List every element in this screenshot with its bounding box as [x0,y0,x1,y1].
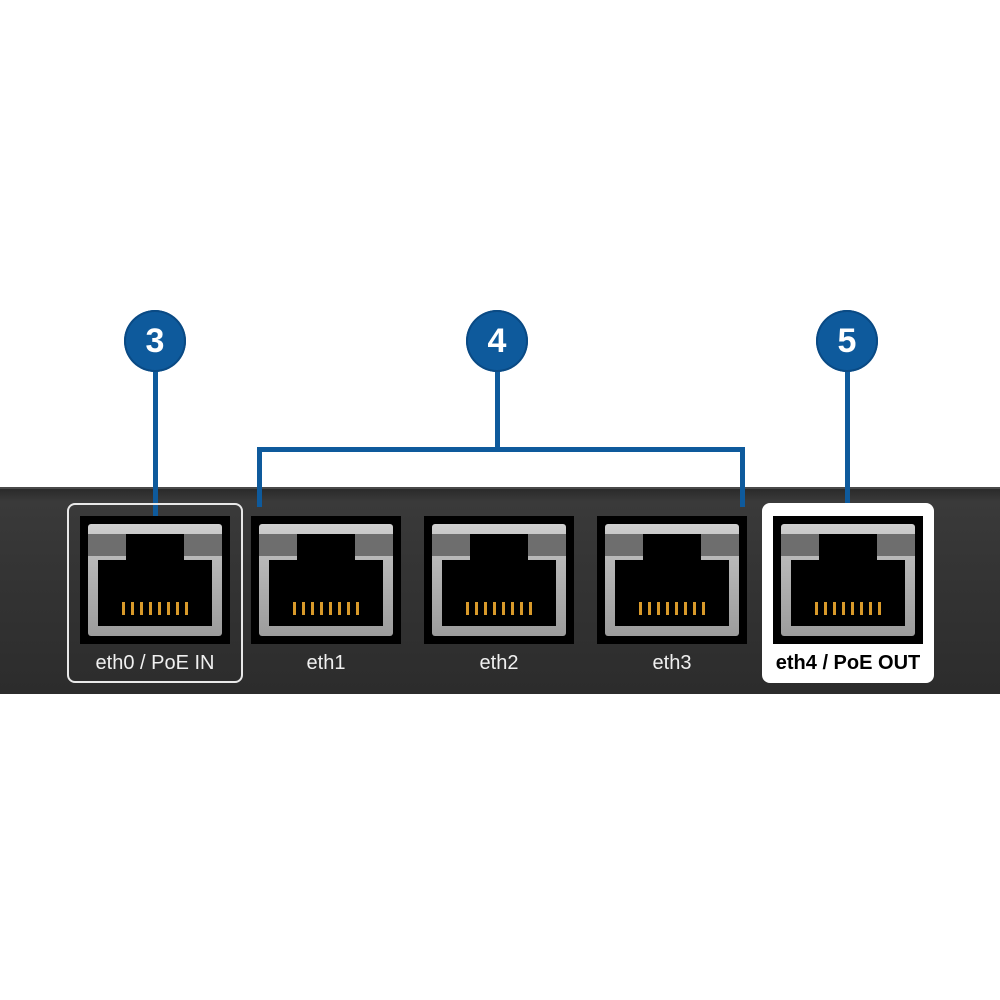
callout-4-bracket [257,447,745,452]
port-label-eth1: eth1 [306,652,346,674]
rj45-port-eth4[interactable] [773,516,923,644]
port-label-eth2: eth2 [479,652,519,674]
callout-4-number: 4 [487,321,507,360]
rj45-jack-icon [781,524,915,636]
callout-4-stem [495,368,500,450]
rj45-port-eth1[interactable] [251,516,401,644]
callout-3-number: 3 [145,321,165,360]
callout-5: 5 [816,310,878,372]
port-label-eth4: eth4 / PoE OUT [775,652,921,674]
rj45-jack-icon [605,524,739,636]
callout-5-number: 5 [837,321,857,360]
callout-4-bracket-left [257,447,262,507]
rj45-jack-icon [432,524,566,636]
port-label-eth3: eth3 [652,652,692,674]
callout-4: 4 [466,310,528,372]
rj45-jack-icon [88,524,222,636]
rj45-port-eth0[interactable] [80,516,230,644]
callout-5-line [845,368,850,516]
port-label-eth0: eth0 / PoE IN [95,652,215,674]
callout-4-bracket-right [740,447,745,507]
rj45-port-eth3[interactable] [597,516,747,644]
rj45-jack-icon [259,524,393,636]
rj45-port-eth2[interactable] [424,516,574,644]
eth0-port-group [67,503,243,683]
callout-3: 3 [124,310,186,372]
callout-3-line [153,368,158,516]
